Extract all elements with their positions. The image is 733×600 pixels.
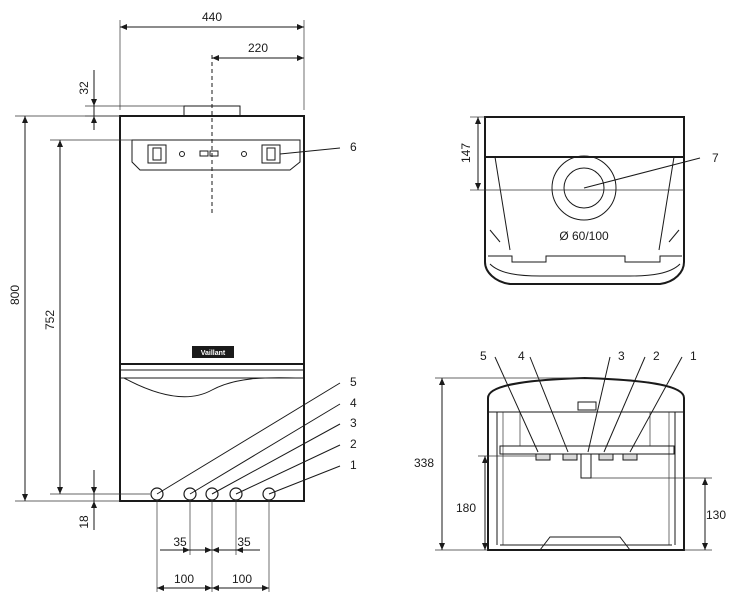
dim-pipe-spacing-d: 100 bbox=[232, 572, 252, 586]
side-leader-5 bbox=[494, 356, 539, 453]
leader-4 bbox=[189, 403, 341, 495]
callout-5: 5 bbox=[350, 375, 357, 389]
leader-6 bbox=[279, 147, 341, 155]
side-callout-1: 1 bbox=[690, 349, 697, 363]
callout-3: 3 bbox=[350, 416, 357, 430]
dim-top-offset: 32 bbox=[77, 81, 91, 95]
flue-inner-circle bbox=[563, 167, 605, 209]
dim-depth-left: 180 bbox=[456, 501, 476, 515]
pipe-manifold bbox=[499, 445, 675, 455]
dim-depth-total: 338 bbox=[414, 456, 434, 470]
bracket-clip-left bbox=[147, 144, 167, 164]
dim-pipe-spacing-a: 35 bbox=[173, 535, 187, 549]
side-callout-4: 4 bbox=[518, 349, 525, 363]
callout-2: 2 bbox=[350, 437, 357, 451]
leader-5 bbox=[156, 382, 341, 495]
flue-outer-circle bbox=[551, 155, 617, 221]
side-callout-5: 5 bbox=[480, 349, 487, 363]
mounting-bracket bbox=[131, 139, 301, 171]
callout-1: 1 bbox=[350, 458, 357, 472]
brand-logo bbox=[192, 346, 234, 358]
top-view-back-plate bbox=[484, 116, 685, 158]
side-leader-4 bbox=[529, 356, 569, 453]
dim-depth-offset: 147 bbox=[459, 143, 473, 163]
leader-2 bbox=[235, 444, 341, 495]
side-view-body bbox=[487, 376, 685, 551]
dim-width-total: 440 bbox=[202, 10, 222, 24]
flue-diameter-label: Ø 60/100 bbox=[559, 229, 609, 243]
top-view: Ø 60/100 147 7 bbox=[459, 116, 719, 285]
callout-4: 4 bbox=[350, 396, 357, 410]
boiler-front-body bbox=[119, 115, 305, 502]
side-callout-2: 2 bbox=[653, 349, 660, 363]
bracket-hole bbox=[241, 151, 247, 157]
dim-bottom-offset: 18 bbox=[77, 515, 91, 529]
leader-7 bbox=[583, 157, 701, 189]
side-callout-3: 3 bbox=[618, 349, 625, 363]
side-leader-3 bbox=[587, 356, 611, 453]
callout-6: 6 bbox=[350, 140, 357, 154]
dim-pipe-spacing-b: 35 bbox=[237, 535, 251, 549]
side-leader-2 bbox=[603, 356, 646, 453]
leader-1 bbox=[268, 465, 341, 495]
dim-center-offset: 220 bbox=[248, 41, 268, 55]
side-leader-1 bbox=[629, 356, 683, 453]
front-view: Vaillant 440 220 32 800 bbox=[8, 10, 357, 592]
bracket-hole bbox=[179, 151, 185, 157]
brand-logo-text: Vaillant bbox=[201, 350, 226, 357]
top-view-body bbox=[484, 157, 685, 285]
leader-3 bbox=[211, 423, 341, 495]
dim-pipe-spacing-c: 100 bbox=[174, 572, 194, 586]
lower-cover-curve bbox=[123, 377, 301, 398]
side-view: 5 4 3 2 1 338 180 130 bbox=[414, 349, 726, 551]
callout-7: 7 bbox=[712, 151, 719, 165]
dim-height-inner: 752 bbox=[43, 310, 57, 330]
side-view-foot bbox=[539, 536, 631, 551]
dim-height-total: 800 bbox=[8, 285, 22, 305]
dim-depth-right: 130 bbox=[706, 508, 726, 522]
